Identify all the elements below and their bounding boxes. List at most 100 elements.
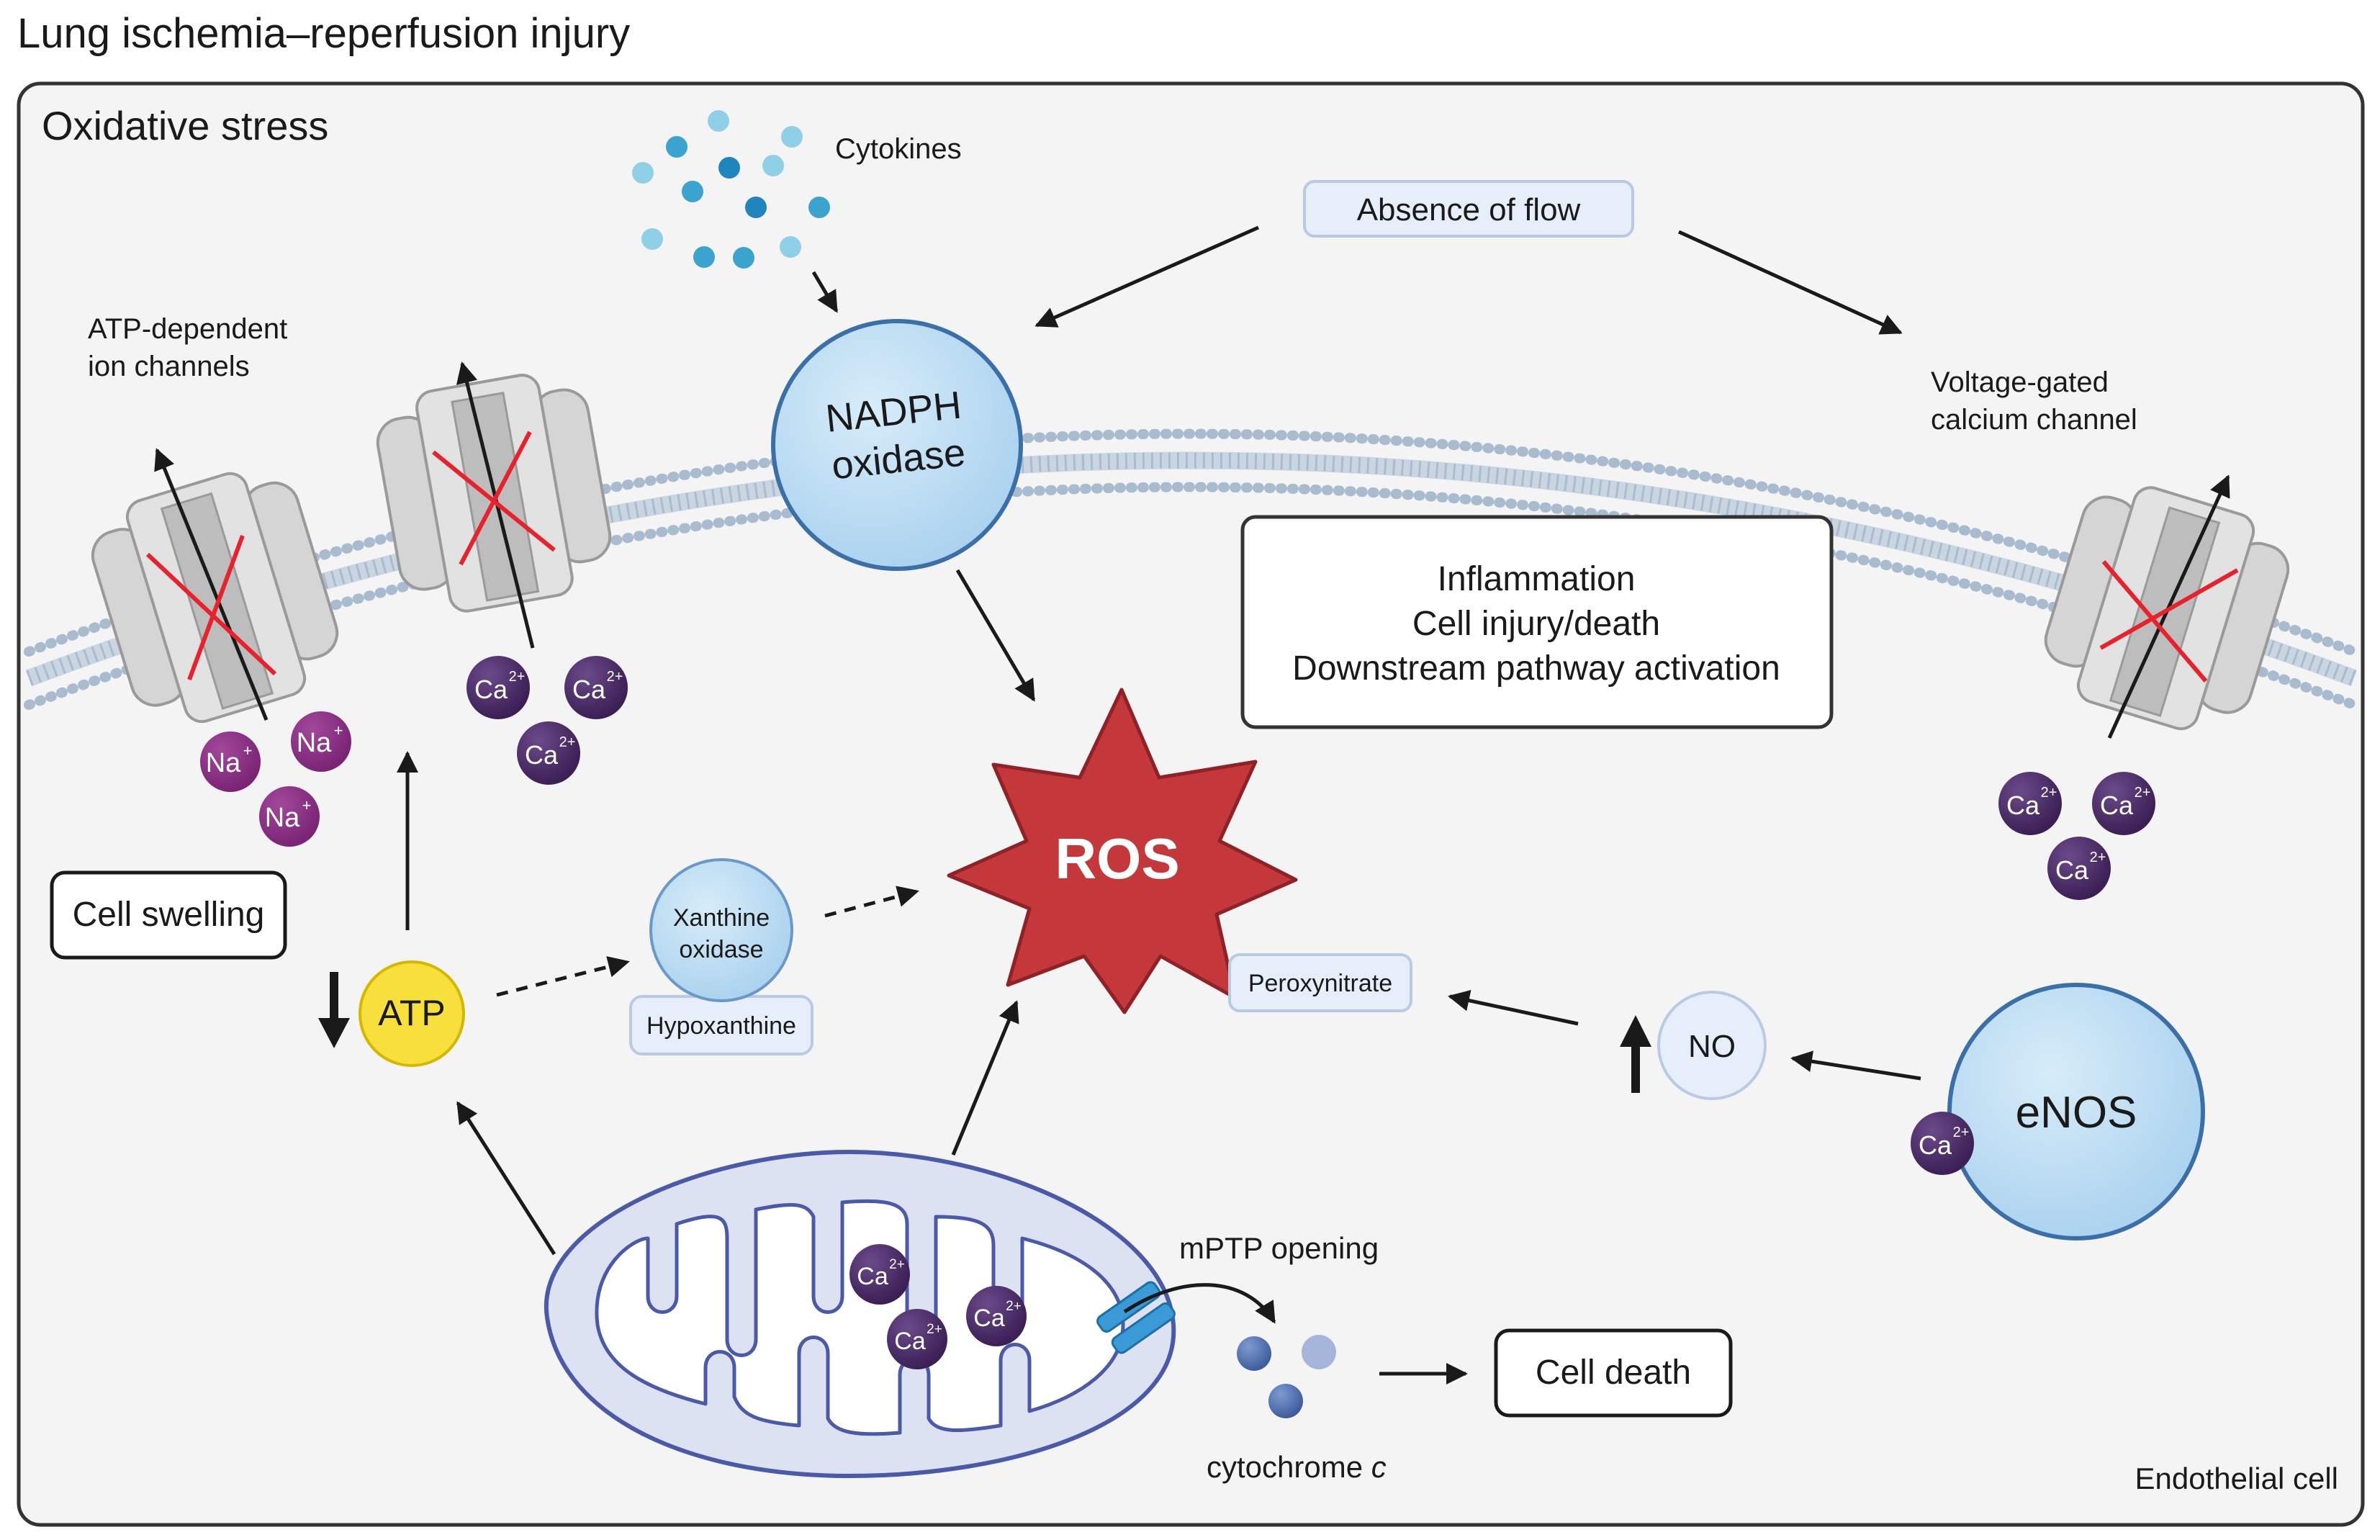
arrow-flow-to-vg-channel bbox=[1677, 230, 1903, 335]
svg-text:Ca: Ca bbox=[525, 740, 559, 770]
cell-swelling-box bbox=[50, 870, 287, 960]
na-ion: Na + bbox=[259, 786, 320, 847]
svg-text:Ca: Ca bbox=[894, 1328, 926, 1355]
absence-of-flow-label: Absence of flow bbox=[1357, 192, 1581, 228]
cytochrome-particle bbox=[1302, 1335, 1336, 1369]
enos-label: eNOS bbox=[2016, 1088, 2137, 1138]
ros-label: ROS bbox=[1055, 827, 1179, 891]
atp-decrease-arrow bbox=[318, 972, 350, 1048]
cytokines-label: Cytokines bbox=[835, 133, 962, 165]
svg-text:2+: 2+ bbox=[1953, 1125, 1970, 1140]
svg-text:Na: Na bbox=[265, 803, 300, 833]
no-increase-arrow bbox=[1620, 1015, 1651, 1093]
ca-ion: Ca 2+ bbox=[517, 721, 580, 785]
arrow-xanthine-to-ros bbox=[824, 886, 919, 918]
ca-ion: Ca 2+ bbox=[1911, 1112, 1974, 1175]
svg-text:Ca: Ca bbox=[572, 675, 606, 704]
arrow-cytokines-to-nadph bbox=[811, 271, 839, 313]
mitochondrion bbox=[544, 1149, 1176, 1479]
arrow-mito-to-ros bbox=[951, 1000, 1019, 1156]
channel-left-flux-arrow bbox=[154, 448, 269, 721]
svg-text:Ca: Ca bbox=[973, 1305, 1005, 1332]
channel-left-blocked-cross bbox=[145, 534, 277, 681]
pathway-arrows bbox=[397, 225, 1921, 1384]
cytochrome-particle bbox=[1268, 1384, 1303, 1418]
atp-channels-label-line1: ATP-dependent bbox=[88, 313, 287, 345]
effect-inflammation: Inflammation bbox=[1438, 560, 1636, 598]
ca-ion: Ca 2+ bbox=[966, 1286, 1027, 1346]
panel-heading: Oxidative stress bbox=[42, 103, 328, 148]
ca-ion: Ca 2+ bbox=[2092, 772, 2155, 835]
svg-text:2+: 2+ bbox=[927, 1322, 942, 1337]
svg-text:+: + bbox=[302, 796, 312, 814]
svg-text:2+: 2+ bbox=[607, 669, 623, 685]
svg-text:2+: 2+ bbox=[2041, 785, 2057, 801]
absence-of-flow-box bbox=[1303, 180, 1634, 238]
xanthine-oxidase-node bbox=[649, 858, 793, 1002]
ca-ion: Ca 2+ bbox=[564, 656, 628, 719]
arrow-mptp-to-cytochrome bbox=[1123, 1283, 1276, 1324]
mptp-label: mPTP opening bbox=[1179, 1231, 1379, 1265]
peroxynitrate-box bbox=[1228, 953, 1412, 1012]
ca-ion: Ca 2+ bbox=[2047, 837, 2111, 900]
effect-downstream: Downstream pathway activation bbox=[1292, 649, 1780, 688]
cell-death-label: Cell death bbox=[1536, 1354, 1691, 1392]
svg-text:Na: Na bbox=[206, 748, 241, 778]
svg-text:Ca: Ca bbox=[2055, 855, 2089, 885]
ca-ion: Ca 2+ bbox=[466, 656, 530, 719]
arrow-atp-to-xanthine bbox=[496, 956, 630, 997]
cytochrome-particle bbox=[1237, 1336, 1271, 1371]
arrow-no-to-peroxynitrate bbox=[1448, 989, 1579, 1026]
enos-node bbox=[1947, 983, 2205, 1240]
effects-box bbox=[1240, 515, 1834, 729]
ca-ion: Ca 2+ bbox=[887, 1309, 947, 1369]
svg-text:Ca: Ca bbox=[2006, 791, 2040, 820]
svg-text:2+: 2+ bbox=[2090, 850, 2106, 865]
ca-ion: Ca 2+ bbox=[849, 1244, 910, 1305]
channel-right-blocked-cross bbox=[2099, 560, 2239, 683]
svg-text:Na: Na bbox=[297, 728, 332, 758]
arrow-nadph-to-ros bbox=[955, 569, 1036, 702]
mptp-pore bbox=[1096, 1281, 1176, 1354]
no-node bbox=[1657, 991, 1767, 1100]
ca-ion: Ca 2+ bbox=[1998, 772, 2062, 835]
svg-text:2+: 2+ bbox=[889, 1257, 905, 1272]
na-ion: Na + bbox=[291, 711, 351, 772]
endothelial-cell-label: Endothelial cell bbox=[2135, 1462, 2338, 1495]
vg-channel-label-line2: calcium channel bbox=[1931, 404, 2137, 436]
peroxynitrate-label: Peroxynitrate bbox=[1248, 970, 1392, 997]
atp-node bbox=[359, 960, 465, 1067]
atp-label: ATP bbox=[378, 993, 446, 1033]
arrow-enos-to-no bbox=[1790, 1050, 1921, 1081]
xanthine-label-line1: Xanthine bbox=[673, 904, 770, 932]
svg-text:+: + bbox=[243, 742, 253, 760]
cell-death-box bbox=[1494, 1328, 1733, 1418]
svg-text:Ca: Ca bbox=[1919, 1130, 1952, 1160]
cytochrome-label: cytochrome c bbox=[1207, 1450, 1387, 1484]
cell-membrane bbox=[24, 428, 2359, 710]
svg-text:Ca: Ca bbox=[2100, 791, 2134, 820]
nadph-oxidase-node bbox=[771, 319, 1023, 571]
vg-channel-label-line1: Voltage-gated bbox=[1931, 366, 2109, 398]
arrow-flow-to-nadph bbox=[1035, 225, 1260, 328]
cell-swelling-label: Cell swelling bbox=[73, 896, 265, 934]
svg-text:2+: 2+ bbox=[509, 669, 526, 685]
svg-text:2+: 2+ bbox=[2135, 785, 2151, 801]
effect-cell-injury: Cell injury/death bbox=[1412, 605, 1660, 643]
svg-text:2+: 2+ bbox=[559, 734, 576, 750]
atp-channels-label-line2: ion channels bbox=[88, 351, 250, 382]
arrow-mito-to-atp bbox=[456, 1101, 556, 1256]
cytokine-particles bbox=[632, 110, 830, 269]
xanthine-label-line2: oxidase bbox=[679, 936, 763, 963]
svg-text:+: + bbox=[334, 721, 343, 739]
figure-title: Lung ischemia–reperfusion injury bbox=[17, 10, 630, 57]
no-label: NO bbox=[1688, 1029, 1736, 1064]
svg-text:2+: 2+ bbox=[1006, 1299, 1022, 1314]
channel-middle-blocked-cross bbox=[432, 431, 556, 566]
svg-text:Ca: Ca bbox=[474, 675, 508, 704]
ion-channel-middle bbox=[376, 374, 612, 613]
svg-text:Ca: Ca bbox=[857, 1263, 888, 1290]
hypoxanthine-label: Hypoxanthine bbox=[646, 1012, 796, 1040]
ros-burst bbox=[947, 688, 1298, 1014]
